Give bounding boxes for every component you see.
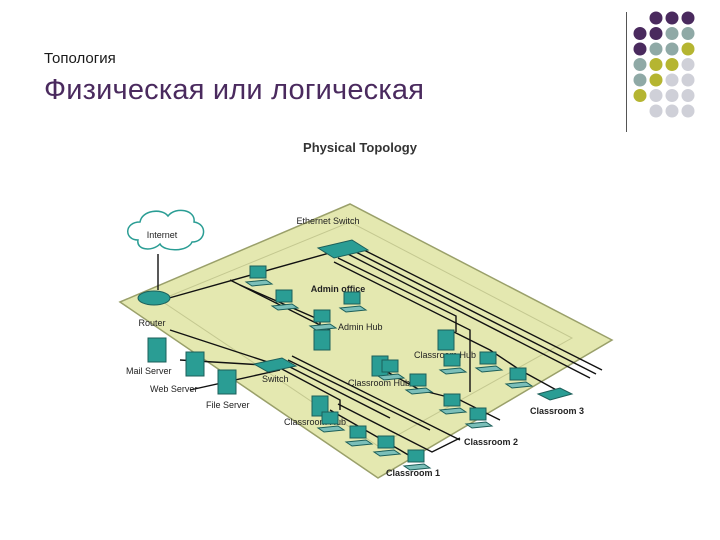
decorative-dot bbox=[665, 58, 679, 71]
computer-icon bbox=[464, 407, 494, 429]
slide-title: Физическая или логическая bbox=[44, 74, 425, 106]
classroom-2-label: Classroom 2 bbox=[464, 437, 518, 447]
computer-icon bbox=[438, 353, 468, 375]
ethernet-switch-label: Ethernet Switch bbox=[296, 216, 359, 226]
admin-hub-label-1: Admin Hub bbox=[338, 322, 383, 332]
computer-icon bbox=[402, 449, 432, 471]
decorative-dot bbox=[649, 11, 663, 25]
decorative-dot bbox=[665, 11, 679, 25]
decorative-dot bbox=[681, 73, 695, 87]
computer-icon bbox=[270, 289, 300, 311]
classroom-3-device bbox=[536, 387, 574, 401]
mail-server: Mail Server bbox=[126, 337, 172, 376]
decorative-dot bbox=[665, 73, 679, 87]
computer-icon bbox=[308, 309, 338, 331]
computer-icon bbox=[372, 435, 402, 457]
decorative-dot bbox=[681, 58, 695, 71]
floor-partition bbox=[158, 221, 574, 447]
floor-plane bbox=[118, 203, 614, 479]
classroom-hub-1: Classroom Hub bbox=[284, 395, 346, 427]
decorative-dot bbox=[649, 27, 663, 40]
classroom-3-label: Classroom 3 bbox=[530, 406, 584, 416]
computer-icon bbox=[316, 411, 346, 433]
decorative-dot bbox=[649, 58, 663, 71]
decorative-dot bbox=[649, 73, 663, 87]
file-server: File Server bbox=[206, 369, 250, 410]
decorative-dot-grid bbox=[633, 11, 695, 118]
classroom-hub-2-label: Classroom Hub bbox=[348, 378, 410, 388]
web-server-label: Web Server bbox=[150, 384, 197, 394]
decorative-dot bbox=[681, 27, 695, 40]
decorative-dot bbox=[665, 89, 679, 102]
decorative-dot bbox=[665, 27, 679, 40]
computer-icon bbox=[474, 351, 504, 373]
decorative-dot bbox=[633, 89, 647, 102]
decorative-dot bbox=[665, 42, 679, 56]
web-server: Web Server bbox=[150, 351, 205, 394]
admin-hub: Admin Hub bbox=[313, 322, 383, 351]
decorative-dot bbox=[681, 42, 695, 56]
computer-icon bbox=[376, 359, 406, 381]
decorative-dot bbox=[681, 89, 695, 102]
decorative-dot bbox=[649, 42, 663, 56]
computer-icon bbox=[438, 393, 468, 415]
router: Router bbox=[137, 290, 171, 328]
file-server-label: File Server bbox=[206, 400, 250, 410]
classroom-1-label: Classroom 1 bbox=[386, 468, 440, 478]
computer-icon bbox=[338, 291, 368, 313]
lan-switch: Switch bbox=[252, 357, 298, 384]
router-label: Router bbox=[138, 318, 165, 328]
internet-cloud: Internet bbox=[127, 209, 205, 251]
decorative-dot bbox=[681, 104, 695, 118]
slide-subtitle: Топология bbox=[44, 50, 116, 67]
workstations bbox=[244, 265, 534, 471]
switch-label: Switch bbox=[262, 374, 289, 384]
decorative-dot bbox=[633, 27, 647, 40]
decorative-dot bbox=[681, 11, 695, 25]
computer-icon bbox=[344, 425, 374, 447]
computer-icon bbox=[404, 373, 434, 395]
decorative-dot bbox=[633, 73, 647, 87]
admin-office-label: Admin office bbox=[311, 284, 366, 294]
ethernet-switch: Ethernet Switch bbox=[296, 216, 370, 259]
computer-icon bbox=[504, 367, 534, 389]
decorative-dot bbox=[633, 58, 647, 71]
classroom-hub-1-label: Classroom Hub bbox=[284, 417, 346, 427]
computer-icon bbox=[244, 265, 274, 287]
diagram-title: Physical Topology bbox=[303, 140, 418, 155]
decorative-dot bbox=[633, 42, 647, 56]
internet-label: Internet bbox=[147, 230, 178, 240]
mail-server-label: Mail Server bbox=[126, 366, 172, 376]
decorative-dot bbox=[665, 104, 679, 118]
decorative-divider bbox=[626, 12, 627, 132]
decorative-dot bbox=[649, 104, 663, 118]
decorative-dot bbox=[649, 89, 663, 102]
